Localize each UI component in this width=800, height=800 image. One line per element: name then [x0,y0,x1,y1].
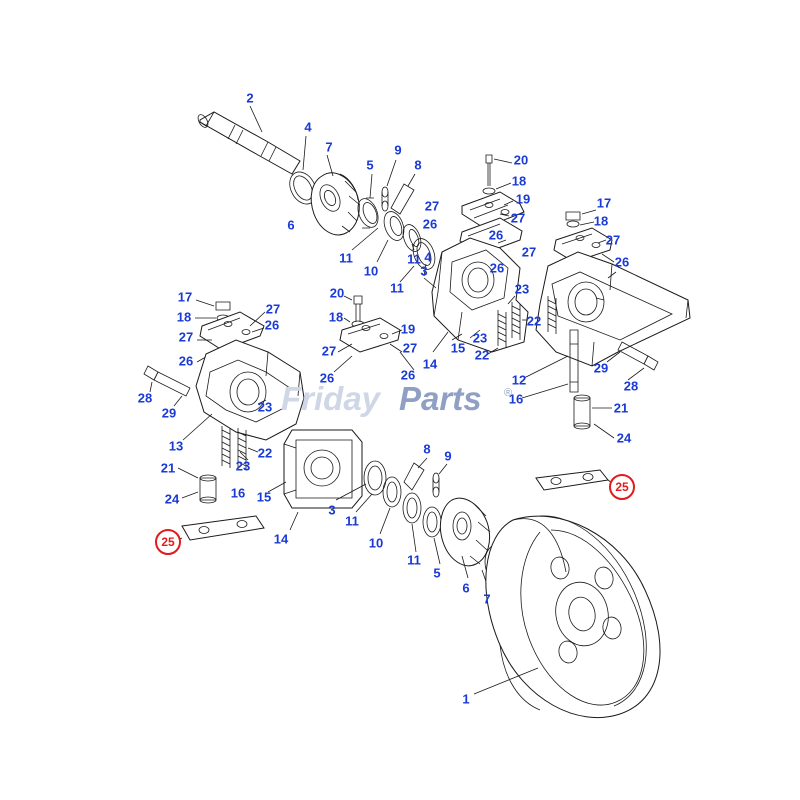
callout-number: 26 [422,216,438,232]
callout-number: 27 [321,343,337,359]
callout-number: 23 [514,281,530,297]
callout-number: 24 [616,430,632,446]
callout-number: 16 [230,485,246,501]
callout-number: 20 [329,285,345,301]
callout-number: 11 [390,280,404,296]
callout-number: 17 [596,195,612,211]
callout-number: 16 [508,391,524,407]
callout-number: 4 [304,119,312,135]
callout-number: 18 [176,309,192,325]
callout-number: 26 [489,260,505,276]
callout-number: 9 [394,142,402,158]
callout-number: 27 [178,329,194,345]
callout-number: 1 [462,691,470,707]
callout-number: 7 [325,139,333,155]
callout-number: 6 [462,580,470,596]
callout-number: 15 [256,489,272,505]
callout-number: 5 [433,565,441,581]
callout-number: 11 [407,552,421,568]
idler-wheel [473,515,661,719]
top-hub-group [289,135,361,236]
callout-number: 2 [246,90,254,106]
callout-number: 3 [328,502,336,518]
callout-number: 13 [168,438,184,454]
callout-number: 14 [273,531,289,547]
callout-number: 26 [614,254,630,270]
callout-number: 15 [450,340,466,356]
top-right-assembly [521,209,691,491]
callout-number: 27 [424,198,440,214]
left-bracket-group [143,299,305,541]
callout-number: 18 [593,213,609,229]
callout-number: 27 [510,210,526,226]
top-bearing-stack [351,159,436,283]
highlighted-callout-number: 25 [609,474,635,500]
callout-number: 5 [366,157,374,173]
callout-number: 3 [420,263,428,279]
callout-number: 10 [368,535,384,551]
callout-number: 29 [161,405,177,421]
callout-number: 19 [515,191,531,207]
callout-number: 27 [265,301,281,317]
callout-number: 26 [400,367,416,383]
callout-number: 14 [422,356,438,372]
callout-number: 20 [513,152,529,168]
callout-number: 21 [160,460,176,476]
callout-number: 27 [605,232,621,248]
callout-number: 26 [488,227,504,243]
highlighted-callout-number: 25 [155,529,181,555]
callout-number: 22 [474,347,490,363]
callout-number: 26 [178,353,194,369]
callout-number: 10 [363,263,379,279]
shaft-group [197,105,301,175]
callout-number: 6 [287,217,295,233]
callout-number: 17 [177,289,193,305]
callout-number: 8 [414,157,422,173]
bottom-center-frame [267,429,363,531]
callout-number: 27 [521,244,537,260]
callout-number: 26 [264,317,280,333]
callout-number: 23 [235,458,251,474]
callout-number: 18 [328,309,344,325]
callout-number: 9 [444,448,452,464]
top-middle-bracket [459,154,525,271]
callout-number: 11 [339,250,353,266]
bottom-bearing-stack [335,457,508,591]
callout-number: 12 [511,372,527,388]
callout-number: 11 [345,513,359,529]
callout-number: 21 [613,400,629,416]
middle-bracket-group [333,295,415,373]
callout-number: 23 [472,330,488,346]
callout-number: 27 [402,340,418,356]
callout-number: 18 [511,173,527,189]
callout-number: 24 [164,491,180,507]
callout-number: 28 [137,390,153,406]
callout-number: 8 [423,441,431,457]
callout-number: 29 [593,360,609,376]
callout-number: 4 [424,249,432,265]
callout-number: 28 [623,378,639,394]
callout-number: 22 [526,313,542,329]
callout-number: 22 [257,445,273,461]
callout-number: 7 [483,591,491,607]
top-middle-frame [423,237,529,355]
callout-number: 11 [407,251,421,267]
callout-number: 26 [319,370,335,386]
callout-number: 23 [257,399,273,415]
callout-number: 19 [400,321,416,337]
